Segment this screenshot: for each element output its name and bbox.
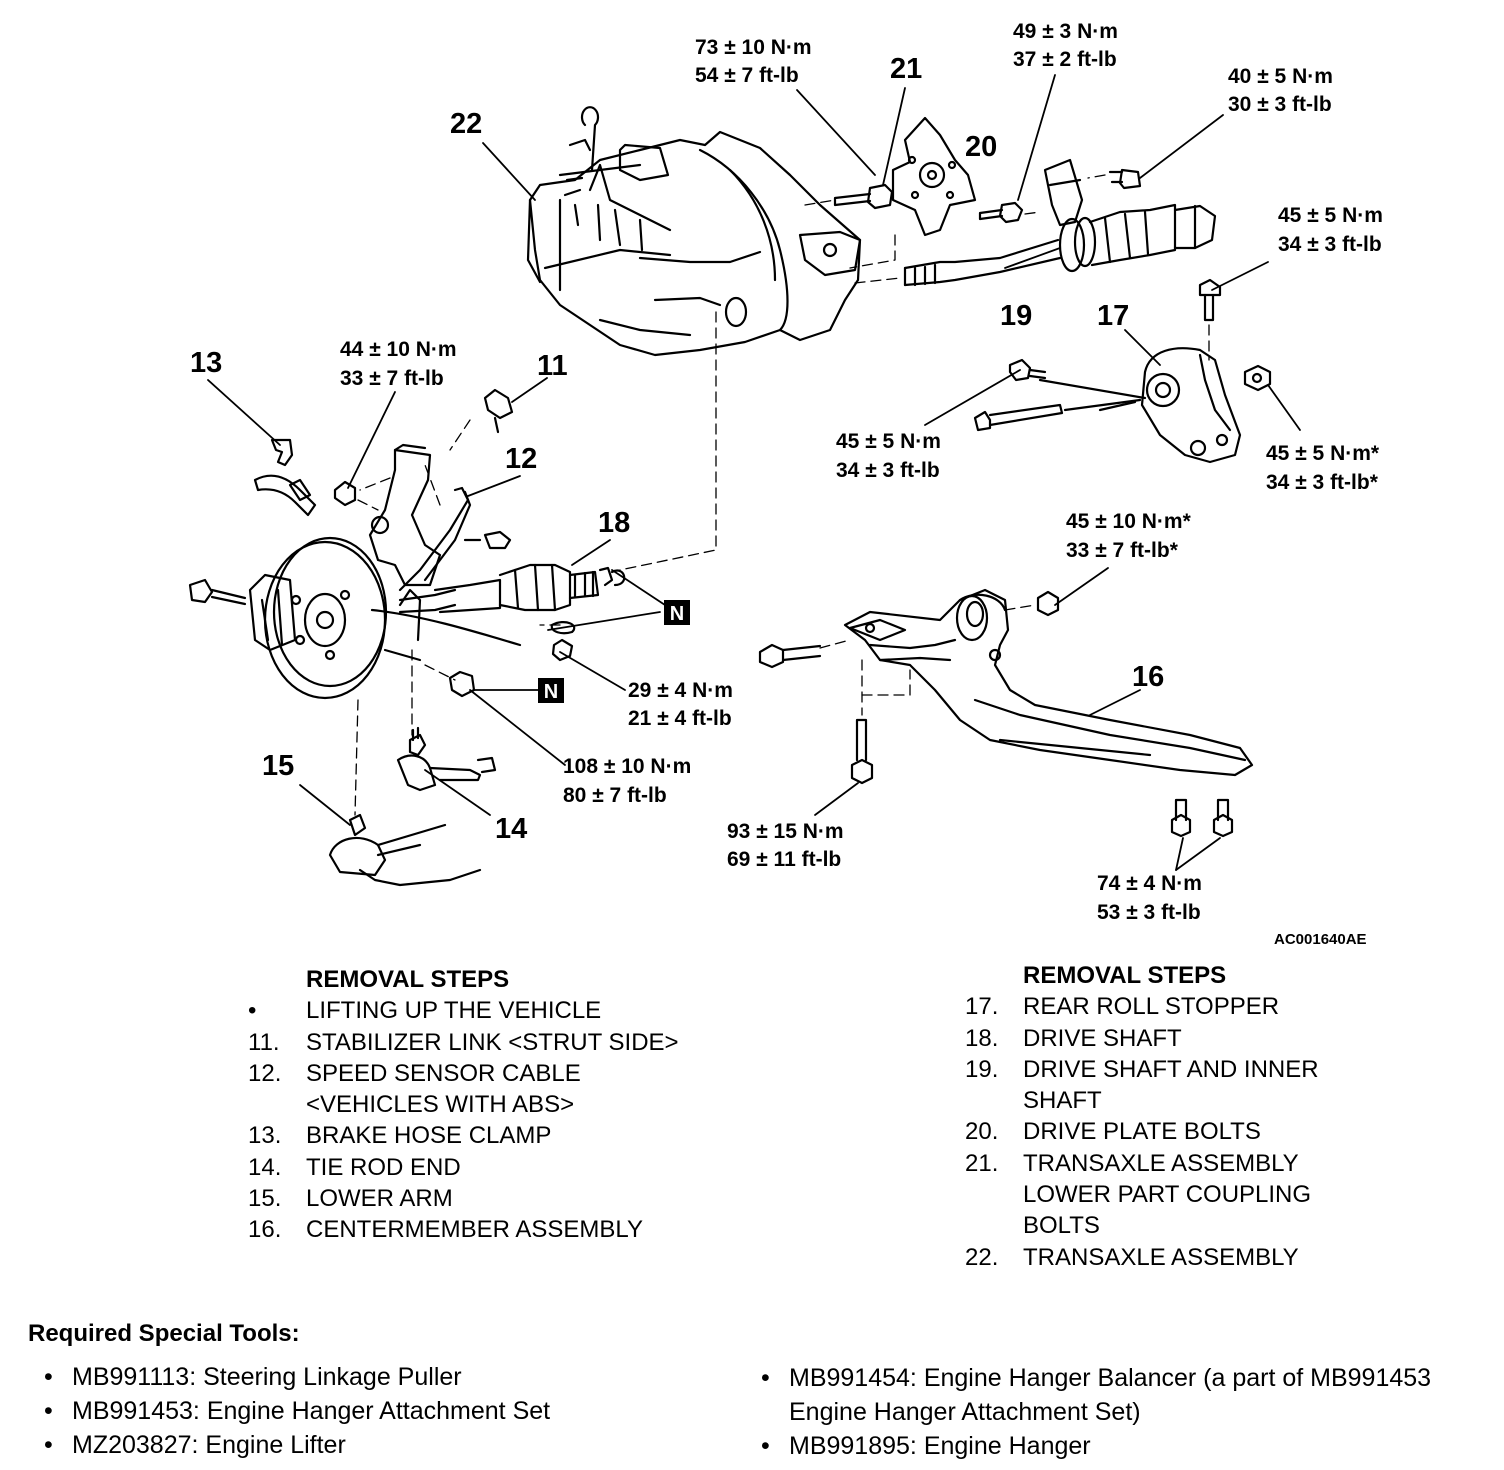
drive-plate-drawing — [891, 116, 977, 237]
list-item: •MB991454: Engine Hanger Balancer (a par… — [761, 1364, 1432, 1426]
svg-text:33 ± 7 ft-lb: 33 ± 7 ft-lb — [340, 367, 444, 390]
svg-text:45 ± 5 N·m: 45 ± 5 N·m — [1278, 204, 1383, 227]
svg-text:33 ± 7 ft-lb*: 33 ± 7 ft-lb* — [1066, 539, 1179, 562]
svg-text:80 ± 7 ft-lb: 80 ± 7 ft-lb — [563, 784, 667, 807]
part-number-labels: 22 21 20 19 17 13 11 12 18 16 15 14 — [190, 53, 1164, 845]
svg-text:37 ± 2 ft-lb: 37 ± 2 ft-lb — [1013, 48, 1117, 71]
exploded-view-diagram: N N 22 21 20 19 17 13 11 12 18 16 15 14 … — [188, 20, 1383, 948]
inner-shaft-drawing — [903, 158, 1217, 287]
list-item: •MB991113: Steering Linkage Puller — [44, 1363, 462, 1391]
torque-45-roll-stopper-nut: 45 ± 5 N·m* 34 ± 3 ft-lb* — [1266, 442, 1380, 494]
svg-text:74 ± 4 N·m: 74 ± 4 N·m — [1097, 872, 1202, 895]
svg-text:34 ± 3 ft-lb: 34 ± 3 ft-lb — [1278, 233, 1382, 256]
tie-rod-end-drawing — [396, 621, 576, 792]
svg-text:21 ± 4 ft-lb: 21 ± 4 ft-lb — [628, 707, 732, 730]
svg-text:108 ± 10 N·m: 108 ± 10 N·m — [563, 755, 691, 778]
part-label-11: 11 — [537, 350, 568, 382]
part-label-17: 17 — [1097, 300, 1129, 332]
list-item: •MB991895: Engine Hanger — [761, 1432, 1091, 1460]
bolt-40-drawing — [1108, 168, 1142, 190]
part-label-18: 18 — [598, 507, 630, 539]
svg-text:34 ± 3 ft-lb: 34 ± 3 ft-lb — [836, 459, 940, 482]
svg-text:53 ± 3 ft-lb: 53 ± 3 ft-lb — [1097, 901, 1201, 924]
torque-40: 40 ± 5 N·m 30 ± 3 ft-lb — [1228, 65, 1333, 116]
torque-labels: 73 ± 10 N·m 54 ± 7 ft-lb 49 ± 3 N·m 37 ±… — [340, 20, 1383, 924]
part-label-14: 14 — [495, 813, 527, 845]
list-item: 12.SPEED SENSOR CABLE <VEHICLES WITH ABS… — [248, 1059, 581, 1119]
special-tools-title: Required Special Tools: — [28, 1320, 300, 1347]
list-item: 14.TIE ROD END — [248, 1153, 461, 1181]
lower-arm-drawing — [328, 813, 482, 887]
removal-steps-left: REMOVAL STEPS •LIFTING UP THE VEHICLE 11… — [248, 964, 708, 1246]
brake-hose-clamp-drawing — [253, 438, 317, 517]
torque-108: 108 ± 10 N·m 80 ± 7 ft-lb — [563, 755, 691, 807]
bolt-21-drawing — [833, 183, 894, 210]
list-item: •LIFTING UP THE VEHICLE — [248, 997, 602, 1025]
list-item: 11.STABILIZER LINK <STRUT SIDE> — [248, 1028, 679, 1056]
part-label-21: 21 — [890, 53, 922, 85]
torque-29: 29 ± 4 N·m 21 ± 4 ft-lb — [628, 679, 733, 730]
svg-text:54 ± 7 ft-lb: 54 ± 7 ft-lb — [695, 64, 799, 87]
torque-45-upper-right: 45 ± 5 N·m 34 ± 3 ft-lb — [1278, 204, 1383, 256]
torque-49: 49 ± 3 N·m 37 ± 2 ft-lb — [1013, 20, 1118, 71]
torque-93: 93 ± 15 N·m 69 ± 11 ft-lb — [727, 820, 844, 871]
assembly-lines — [354, 174, 1210, 816]
removal-steps-right: REMOVAL STEPS 17.REAR ROLL STOPPER 18.DR… — [965, 960, 1385, 1273]
svg-text:69 ± 11 ft-lb: 69 ± 11 ft-lb — [727, 848, 841, 871]
list-item: 15.LOWER ARM — [248, 1185, 453, 1213]
list-item: 22.TRANSAXLE ASSEMBLY — [965, 1243, 1299, 1271]
n-mark-upper: N — [664, 600, 690, 625]
part-label-16: 16 — [1132, 661, 1164, 693]
list-item: 20.DRIVE PLATE BOLTS — [965, 1118, 1261, 1146]
svg-text:40 ± 5 N·m: 40 ± 5 N·m — [1228, 65, 1333, 88]
torque-45-centermember-nut: 45 ± 10 N·m* 33 ± 7 ft-lb* — [1066, 510, 1192, 562]
knuckle-hub-drawing — [188, 443, 522, 700]
figure-reference: AC001640AE — [1274, 931, 1367, 948]
svg-text:45 ± 10 N·m*: 45 ± 10 N·m* — [1066, 510, 1192, 533]
part-label-12: 12 — [505, 443, 537, 475]
list-item: 13.BRAKE HOSE CLAMP — [248, 1122, 552, 1150]
bolt-20-drawing — [978, 201, 1024, 224]
svg-text:29 ± 4 N·m: 29 ± 4 N·m — [628, 679, 733, 702]
list-item: 21.TRANSAXLE ASSEMBLY LOWER PART COUPLIN… — [965, 1149, 1312, 1240]
torque-73: 73 ± 10 N·m 54 ± 7 ft-lb — [695, 36, 812, 87]
torque-45-roll-stopper-bolt: 45 ± 5 N·m 34 ± 3 ft-lb — [836, 430, 941, 482]
special-tools-list-right: •MB991454: Engine Hanger Balancer (a par… — [745, 1361, 1445, 1463]
list-item: 16.CENTERMEMBER ASSEMBLY — [248, 1216, 643, 1244]
svg-text:34 ± 3 ft-lb*: 34 ± 3 ft-lb* — [1266, 471, 1379, 494]
removal-steps-heading: REMOVAL STEPS — [1023, 962, 1227, 989]
svg-text:N: N — [670, 603, 684, 625]
part-label-20: 20 — [965, 131, 997, 163]
leader-lines — [207, 74, 1301, 871]
part-label-15: 15 — [262, 750, 294, 782]
part-label-22: 22 — [450, 108, 482, 140]
svg-text:N: N — [544, 681, 558, 703]
n-mark-lower: N — [538, 678, 564, 703]
removal-steps-heading: REMOVAL STEPS — [306, 966, 510, 993]
special-tools-list-left: •MB991113: Steering Linkage Puller •MB99… — [28, 1360, 688, 1462]
svg-text:44 ± 10 N·m: 44 ± 10 N·m — [340, 338, 457, 361]
svg-text:45 ± 5 N·m: 45 ± 5 N·m — [836, 430, 941, 453]
part-label-13: 13 — [190, 347, 222, 379]
list-item: •MZ203827: Engine Lifter — [44, 1431, 346, 1459]
svg-text:93 ± 15 N·m: 93 ± 15 N·m — [727, 820, 844, 843]
list-item: •MB991453: Engine Hanger Attachment Set — [44, 1397, 551, 1425]
list-item: 19.DRIVE SHAFT AND INNER SHAFT — [965, 1055, 1319, 1115]
svg-text:30 ± 3 ft-lb: 30 ± 3 ft-lb — [1228, 93, 1332, 116]
svg-text:49 ± 3 N·m: 49 ± 3 N·m — [1013, 20, 1118, 43]
list-item: 18.DRIVE SHAFT — [965, 1024, 1182, 1052]
transaxle-assembly-drawing — [526, 106, 862, 357]
rear-roll-stopper-drawing — [973, 278, 1272, 464]
torque-44: 44 ± 10 N·m 33 ± 7 ft-lb — [340, 338, 457, 390]
svg-text:73 ± 10 N·m: 73 ± 10 N·m — [695, 36, 812, 59]
part-label-19: 19 — [1000, 300, 1032, 332]
torque-74: 74 ± 4 N·m 53 ± 3 ft-lb — [1097, 872, 1202, 924]
centermember-assembly-drawing — [758, 588, 1254, 838]
stabilizer-link-drawing — [333, 388, 514, 592]
svg-text:45 ± 5 N·m*: 45 ± 5 N·m* — [1266, 442, 1380, 465]
list-item: 17.REAR ROLL STOPPER — [965, 993, 1280, 1021]
